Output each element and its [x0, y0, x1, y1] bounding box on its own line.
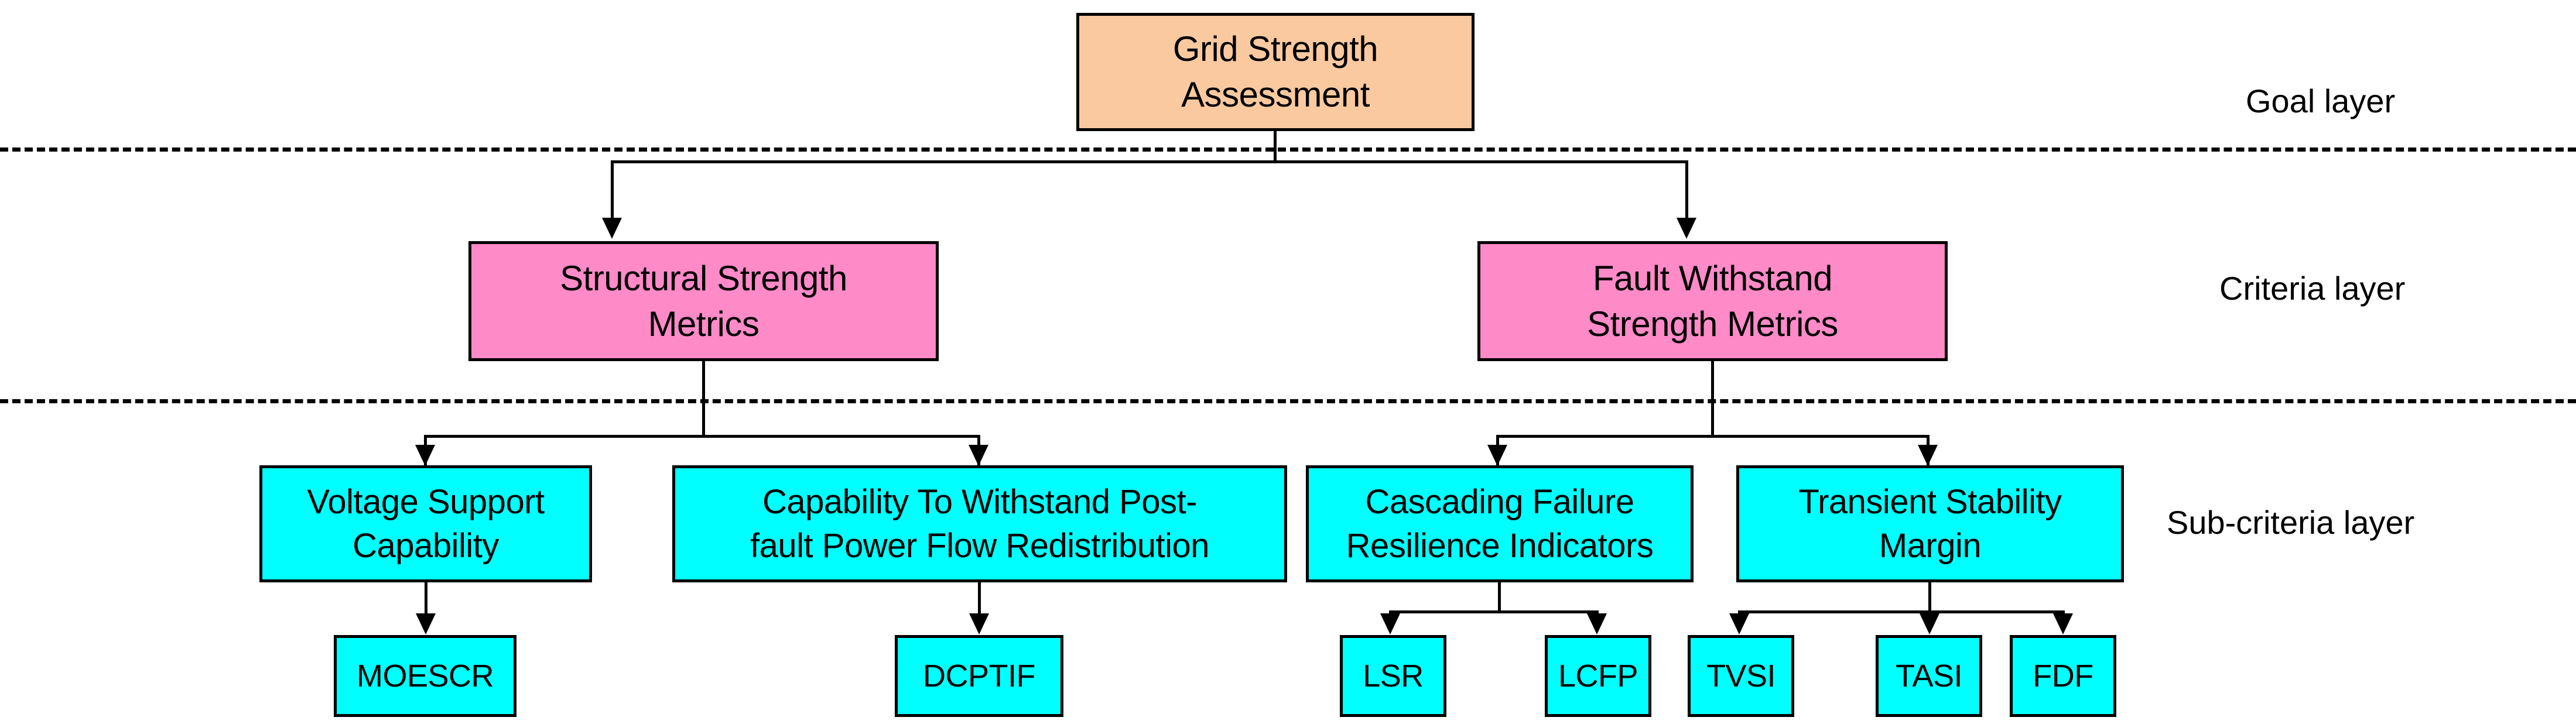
edge-transient-bus [1738, 610, 2065, 613]
node-leaf-dcptif-label: DCPTIF [923, 658, 1036, 694]
node-criteria-fault-label: Fault Withstand Strength Metrics [1587, 258, 1838, 344]
node-subcriteria-voltage-support-capability[interactable]: Voltage Support Capability [259, 465, 592, 582]
arrowhead-fault-to-transient [1918, 445, 1938, 466]
node-leaf-tvsi[interactable]: TVSI [1688, 635, 1794, 717]
node-subcriteria-cascading-label: Cascading Failure Resilience Indicators [1346, 482, 1654, 565]
divider-goal-criteria [0, 147, 2576, 152]
edge-cascading-stem [1498, 582, 1501, 612]
arrowhead-postfault-to-dcptif [969, 613, 989, 634]
arrowhead-transient-to-tasi [1920, 613, 1939, 634]
edge-postfault-to-dcptif [978, 582, 981, 623]
node-leaf-fdf[interactable]: FDF [2010, 635, 2116, 717]
arrowhead-structural-to-voltage [415, 445, 435, 466]
node-goal-label: Grid Strength Assessment [1172, 29, 1378, 114]
divider-criteria-subcriteria [0, 399, 2576, 403]
node-leaf-moescr[interactable]: MOESCR [334, 635, 516, 717]
edge-cascading-bus [1389, 610, 1599, 613]
node-leaf-dcptif[interactable]: DCPTIF [895, 635, 1063, 717]
node-subcriteria-postfault-label: Capability To Withstand Post- fault Powe… [750, 482, 1209, 565]
edge-structural-bus [424, 435, 980, 438]
edge-goal-bus [611, 160, 1688, 163]
edge-fault-bus [1496, 435, 1930, 438]
node-leaf-tasi[interactable]: TASI [1876, 635, 1982, 717]
arrowhead-structural-to-postfault [969, 445, 988, 466]
node-subcriteria-voltage-label: Voltage Support Capability [307, 482, 545, 565]
node-subcriteria-transient-label: Transient Stability Margin [1798, 482, 2062, 565]
edge-structural-stem [702, 361, 705, 436]
edge-fault-stem [1711, 361, 1714, 436]
node-leaf-lsr-label: LSR [1363, 658, 1424, 694]
layer-label-goal: Goal layer [2246, 83, 2396, 119]
arrowhead-goal-to-fault [1677, 218, 1696, 239]
node-leaf-tasi-label: TASI [1895, 658, 1963, 694]
arrowhead-transient-to-tvsi [1729, 613, 1749, 634]
node-leaf-lcfp-label: LCFP [1558, 658, 1638, 694]
node-leaf-lsr[interactable]: LSR [1340, 635, 1446, 717]
node-criteria-fault-withstand-strength-metrics[interactable]: Fault Withstand Strength Metrics [1477, 241, 1948, 361]
node-subcriteria-transient-stability-margin[interactable]: Transient Stability Margin [1736, 465, 2124, 582]
node-leaf-fdf-label: FDF [2033, 658, 2093, 694]
node-subcriteria-postfault-power-flow-redistribution[interactable]: Capability To Withstand Post- fault Powe… [672, 465, 1287, 582]
edge-voltage-to-moescr [425, 582, 427, 623]
node-leaf-lcfp[interactable]: LCFP [1545, 635, 1651, 717]
edge-goal-to-structural-drop [611, 160, 614, 218]
node-leaf-moescr-label: MOESCR [356, 658, 494, 694]
layer-label-subcriteria: Sub-criteria layer [2167, 504, 2415, 541]
arrowhead-goal-to-structural [602, 218, 622, 239]
edge-transient-stem [1928, 582, 1931, 612]
edge-goal-stem [1274, 131, 1277, 162]
arrowhead-transient-to-fdf [2053, 613, 2073, 634]
node-criteria-structural-label: Structural Strength Metrics [560, 258, 847, 344]
edge-goal-to-fault-drop [1685, 160, 1688, 218]
arrowhead-voltage-to-moescr [416, 613, 436, 634]
arrowhead-cascading-to-lcfp [1587, 613, 1607, 634]
layer-label-criteria: Criteria layer [2219, 270, 2406, 307]
node-criteria-structural-strength-metrics[interactable]: Structural Strength Metrics [468, 241, 939, 361]
node-subcriteria-cascading-failure-resilience-indicators[interactable]: Cascading Failure Resilience Indicators [1306, 465, 1694, 582]
arrowhead-fault-to-cascading [1487, 445, 1507, 466]
arrowhead-cascading-to-lsr [1380, 613, 1400, 634]
node-leaf-tvsi-label: TVSI [1706, 658, 1776, 694]
node-goal-grid-strength-assessment[interactable]: Grid Strength Assessment [1076, 13, 1475, 131]
